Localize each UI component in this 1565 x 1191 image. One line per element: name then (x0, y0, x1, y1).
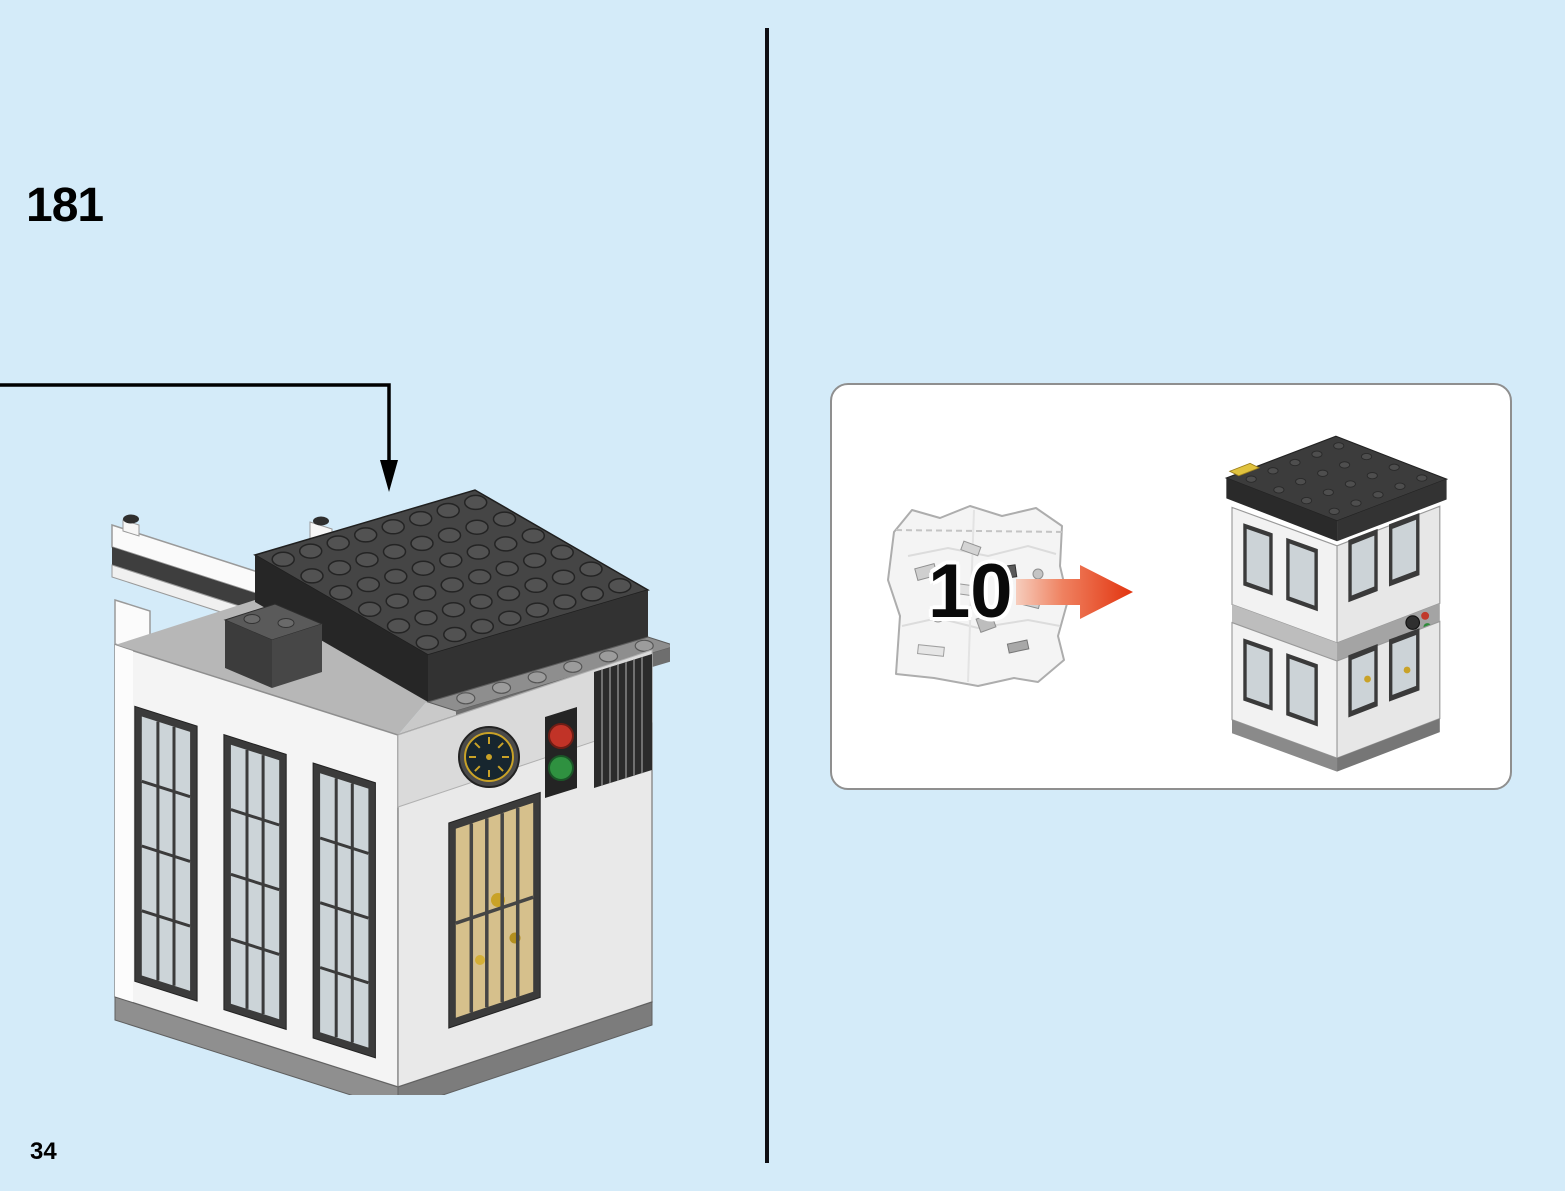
traffic-light (545, 707, 577, 798)
mini-band-front (1232, 604, 1338, 661)
assembled-model-preview (1224, 435, 1449, 772)
subroof-studs (456, 639, 654, 705)
page-number: 34 (30, 1138, 57, 1165)
chimney-block (223, 603, 324, 688)
side-window (448, 791, 541, 1029)
mini-base-right (1337, 718, 1440, 772)
parts-bag-icon (887, 505, 1069, 687)
base-right (397, 1001, 653, 1095)
step-number: 181 (26, 179, 104, 232)
bag-number: 10 (928, 549, 1013, 634)
roof-slab (253, 489, 650, 702)
front-window (134, 705, 198, 1002)
mini-band-details (1405, 611, 1432, 632)
base-front (114, 996, 399, 1095)
mini-roof-studs (1245, 442, 1428, 515)
mini-roof (1224, 435, 1449, 542)
vault-dial (458, 726, 520, 788)
corner-trim (115, 645, 133, 1003)
red-arrow-icon (1016, 565, 1133, 619)
mini-base-front (1232, 719, 1338, 772)
mini-lower-windows (1243, 628, 1420, 727)
mini-upper-windows (1243, 513, 1420, 612)
grille (594, 654, 652, 788)
building-model-illustration (111, 489, 670, 1095)
roof-studs (271, 494, 632, 651)
page-divider (765, 28, 769, 1163)
